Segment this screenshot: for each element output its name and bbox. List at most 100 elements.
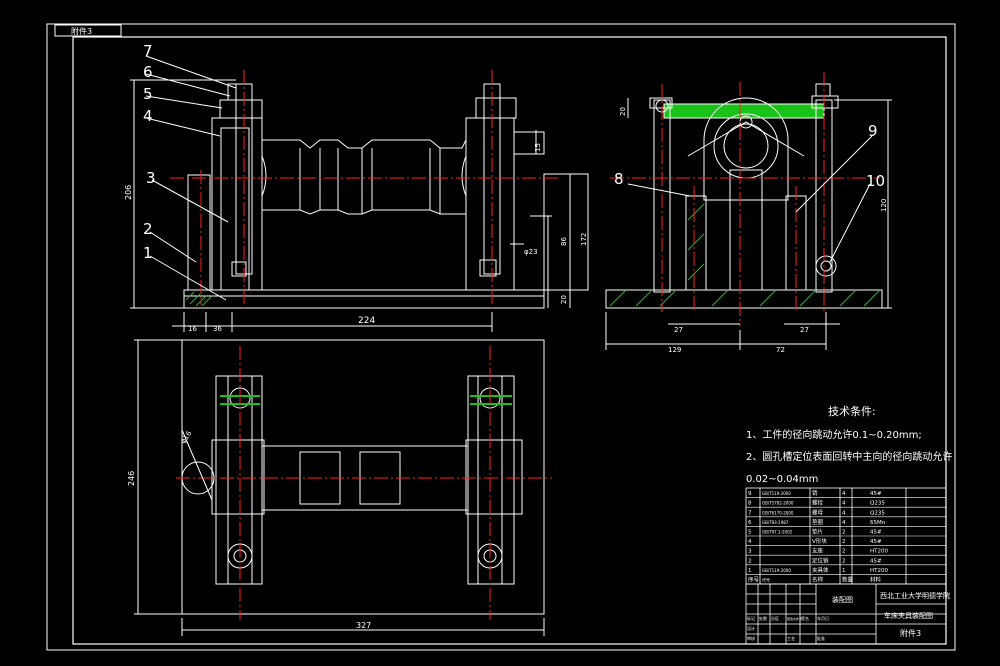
side-dim-27-right: 27 (800, 326, 809, 334)
dim-height-206: 206 (124, 185, 133, 200)
bom-cell-qty: 2 (842, 549, 846, 555)
bom-cell-mat: Q235 (870, 510, 885, 516)
bom-cell-code: 代号 (762, 577, 770, 583)
callout-1: 1 (143, 244, 153, 262)
tb-label-5: 年月日 (817, 615, 829, 621)
bom-cell-no: 4 (748, 539, 752, 545)
left-support (187, 174, 211, 291)
tb-label-8: 工艺 (787, 636, 795, 641)
bom-cell-name: 名称 (812, 576, 824, 584)
bom-cell-mat: 45# (870, 530, 882, 536)
tech-req-title: 技术条件: (828, 404, 876, 418)
tech-req-line3: 0.02~0.04mm (746, 474, 818, 485)
bom-cell-no: 7 (748, 510, 752, 516)
tech-req-line2: 2、圆孔槽定位表面回转中主向的径向跳动允许 (746, 450, 952, 463)
bom-cell-qty: 数量 (842, 576, 854, 584)
bom-cell-name: 定位销 (812, 556, 829, 564)
callout-2: 2 (143, 220, 153, 238)
bom-cell-mat: 65Mn (870, 520, 886, 526)
sheet-number: 附件3 (900, 628, 921, 638)
callout-10: 10 (866, 172, 885, 190)
bom-cell-qty: 4 (842, 520, 846, 526)
bom-cell-mat: HT200 (870, 568, 888, 574)
tech-req-line1: 1、工件的径向跳动允许0.1~0.20mm; (746, 428, 922, 441)
bom-cell-name: 夹具体 (812, 566, 829, 574)
bom-cell-code: GB/T6170-2000 (762, 510, 794, 515)
base-plate (183, 289, 545, 309)
tb-label-0: 标记 (747, 615, 755, 621)
bom-cell-code: GB/T93-1987 (762, 520, 789, 525)
dim-172: 172 (580, 233, 588, 246)
bom-cell-no: 1 (748, 568, 752, 574)
bom-cell-code: GB/T119-2000 (762, 568, 791, 573)
bom-cell-mat: 材料 (870, 576, 882, 584)
callout-9: 9 (868, 122, 878, 140)
dim-dia-23: φ23 (524, 248, 538, 256)
bom-cell-code: GB/T119-2000 (762, 491, 791, 496)
bom-cell-mat: Q235 (870, 501, 885, 507)
bom-cell-name: 垫片 (812, 528, 823, 536)
school-name: 西北工业大学明德学院 (880, 591, 950, 600)
bom-cell-name: 支座 (812, 547, 824, 555)
bom-cell-qty: 4 (842, 501, 846, 507)
callout-7: 7 (143, 42, 153, 60)
dim-bottom-36: 36 (213, 325, 222, 333)
tb-label-2: 分区 (771, 615, 779, 621)
bom-cell-name: V形块 (812, 537, 827, 545)
side-dim-120: 120 (880, 199, 888, 212)
dim-base-20: 20 (560, 295, 568, 304)
inner-frame (72, 36, 947, 645)
side-dim-129: 129 (668, 346, 681, 354)
bom-cell-no: 3 (748, 549, 752, 555)
tb-label-7: 审核 (747, 635, 755, 641)
bom-cell-mat: 45# (870, 558, 882, 564)
bom-cell-mat: HT200 (870, 549, 888, 555)
bom-cell-name: 垫圈 (812, 518, 824, 526)
callout-6: 6 (143, 63, 153, 81)
bom-cell-mat: 45# (870, 491, 882, 497)
side-dim-27-left: 27 (674, 326, 683, 334)
dim-bottom-224: 224 (358, 316, 375, 326)
bom-cell-code: GB/T5782-2000 (762, 501, 794, 506)
bom-cell-no: 9 (748, 491, 752, 497)
side-dim-72: 72 (776, 346, 785, 354)
bom-cell-name: 销 (812, 489, 818, 497)
top-dim-246: 246 (127, 471, 136, 486)
front-view (130, 70, 589, 332)
dim-top-15: 15 (534, 143, 542, 152)
tb-label-1: 处数 (759, 615, 767, 621)
sheet-label: 附件3 (71, 26, 92, 36)
bom-cell-no: 序号 (748, 576, 760, 584)
bom-cell-qty: 2 (842, 539, 846, 545)
bom-cell-qty: 1 (842, 568, 846, 574)
callout-5: 5 (143, 85, 153, 103)
assembly-label: 装配图 (832, 595, 853, 604)
bom-cell-no: 2 (748, 558, 752, 564)
side-view (605, 72, 892, 350)
bom-cell-mat: 45# (870, 539, 882, 545)
callout-3: 3 (146, 169, 156, 187)
bom-cell-qty: 4 (842, 510, 846, 516)
tb-label-3: 更改文件号 (787, 616, 802, 621)
bom-cell-no: 6 (748, 520, 752, 526)
outer-frame (46, 23, 956, 651)
callout-4: 4 (143, 107, 153, 125)
front-callouts (145, 55, 237, 301)
bom-cell-qty: 2 (842, 558, 846, 564)
side-dim-20: 20 (619, 107, 627, 116)
bom-cell-code: GB/T97.1-2002 (762, 530, 793, 535)
bom-cell-name: 螺母 (812, 508, 824, 516)
title-block (745, 583, 947, 645)
tb-label-4: 签名 (801, 615, 809, 621)
bom-cell-no: 8 (748, 501, 752, 507)
callout-8: 8 (614, 170, 624, 188)
drawing-name: 车床夹具装配图 (884, 611, 933, 620)
bom-cell-name: 螺栓 (812, 499, 824, 507)
bom-cell-qty: 4 (842, 491, 846, 497)
dim-bottom-16: 16 (188, 325, 197, 333)
dim-86: 86 (560, 237, 568, 246)
bom-cell-qty: 2 (842, 530, 846, 536)
tb-label-9: 批准 (817, 635, 825, 641)
